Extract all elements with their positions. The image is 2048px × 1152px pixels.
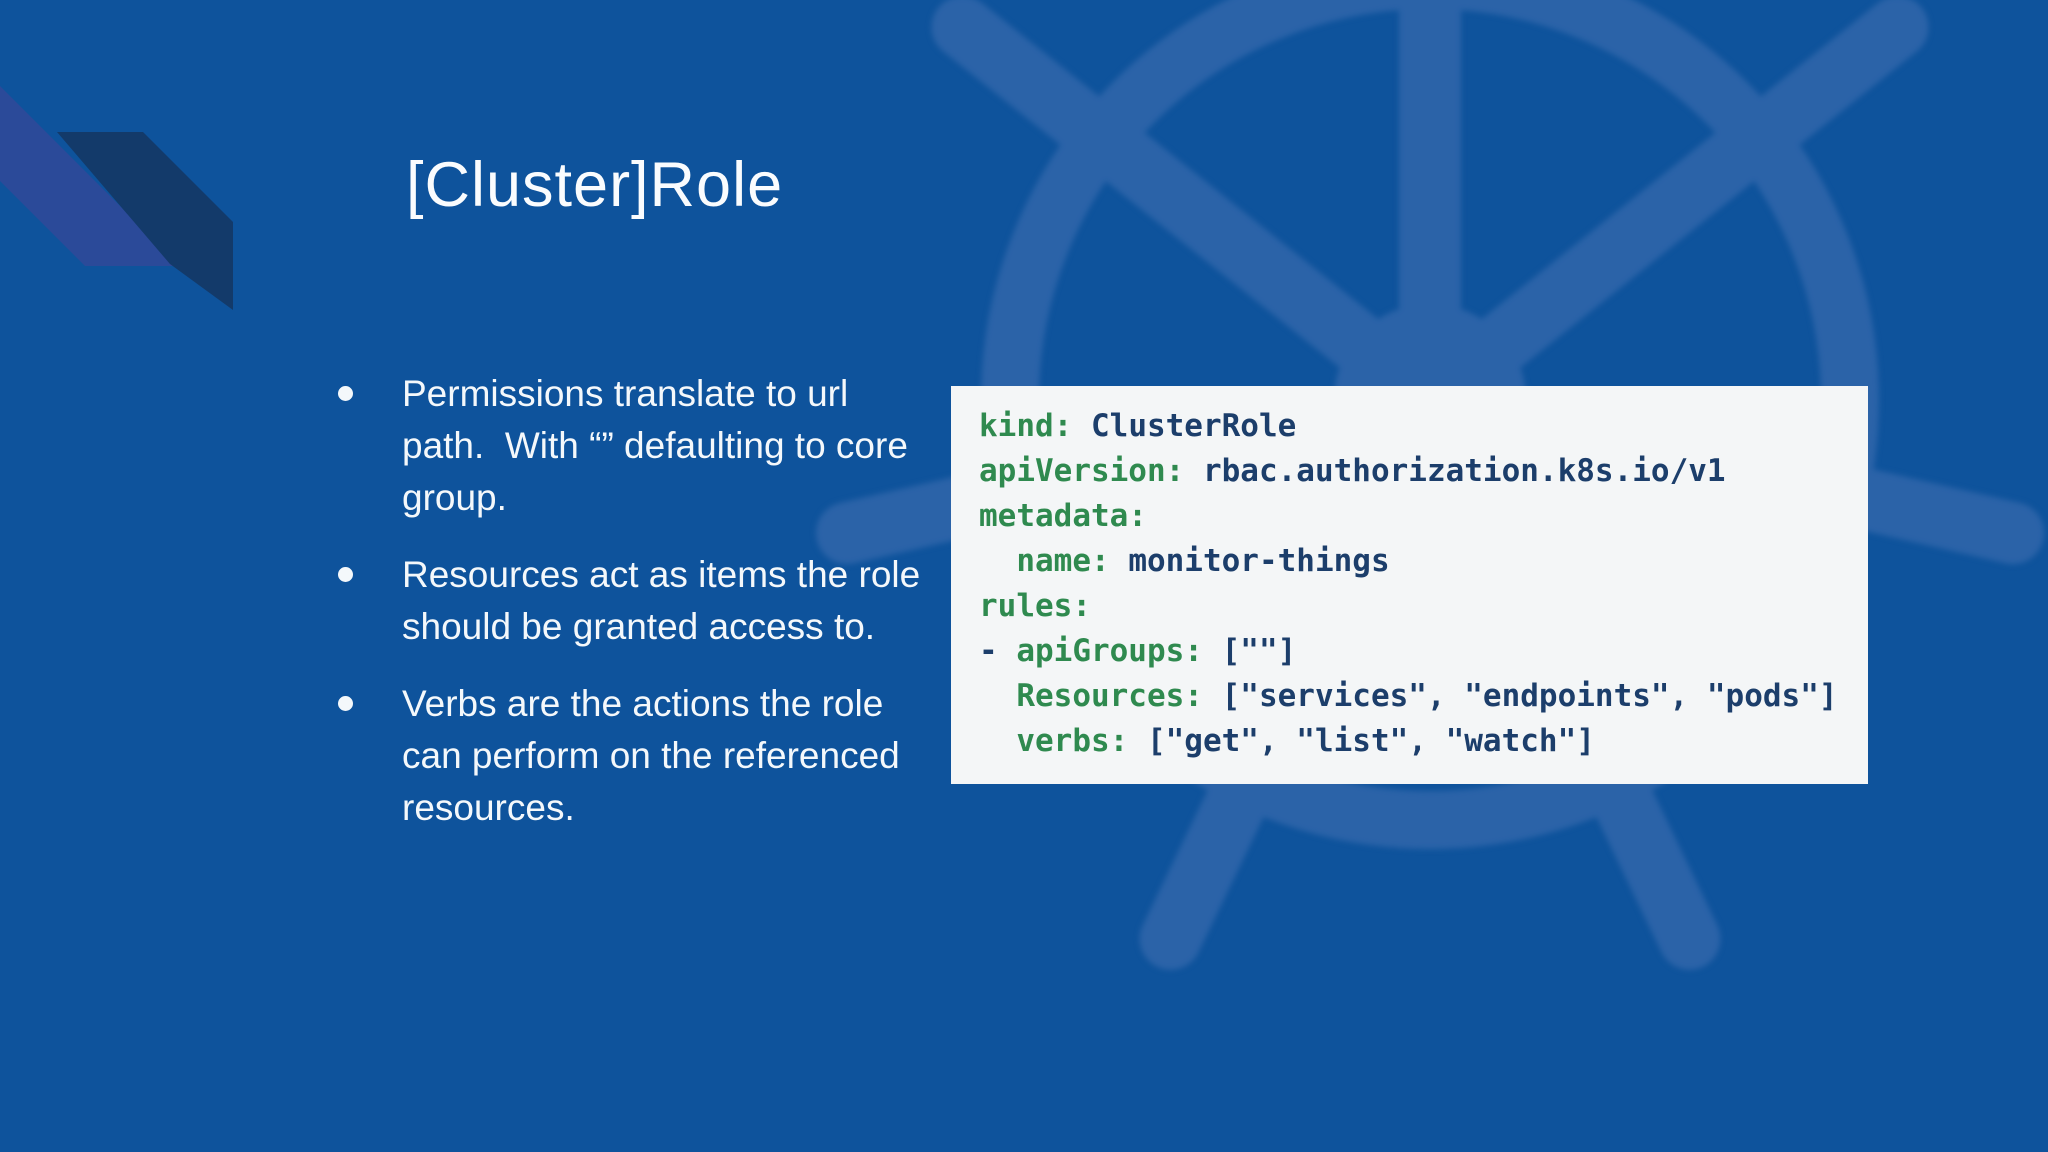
yaml-value: ["services", "endpoints", "pods"] xyxy=(1202,678,1838,714)
slide-title: [Cluster]Role xyxy=(406,150,784,220)
code-line: kind: ClusterRole xyxy=(979,404,1840,449)
code-line: apiVersion: rbac.authorization.k8s.io/v1 xyxy=(979,449,1840,494)
bullet-item: Resources act as items the role should b… xyxy=(338,549,938,653)
yaml-value: - xyxy=(979,633,1017,669)
bullet-disc-icon xyxy=(338,386,353,401)
bullet-text: Permissions translate to url path. With … xyxy=(402,373,908,518)
code-line: name: monitor-things xyxy=(979,539,1840,584)
yaml-key: name: xyxy=(1016,543,1110,579)
bullet-list: Permissions translate to url path. With … xyxy=(338,368,938,859)
yaml-key: verbs: xyxy=(1016,723,1129,759)
bullet-item: Permissions translate to url path. With … xyxy=(338,368,938,524)
yaml-value xyxy=(979,678,1016,714)
bullet-item: Verbs are the actions the role can perfo… xyxy=(338,678,938,834)
bullet-disc-icon xyxy=(338,567,353,582)
yaml-key: apiVersion: xyxy=(979,453,1185,489)
bullet-disc-icon xyxy=(338,696,353,711)
yaml-value: rbac.authorization.k8s.io/v1 xyxy=(1184,453,1726,489)
yaml-key: metadata: xyxy=(979,498,1147,534)
code-line: metadata: xyxy=(979,494,1840,539)
code-line: rules: xyxy=(979,584,1840,629)
yaml-key: Resources: xyxy=(1016,678,1203,714)
yaml-value xyxy=(979,543,1016,579)
yaml-value: ["get", "list", "watch"] xyxy=(1128,723,1595,759)
yaml-value xyxy=(979,723,1016,759)
code-line: Resources: ["services", "endpoints", "po… xyxy=(979,674,1840,719)
yaml-value: ClusterRole xyxy=(1072,408,1297,444)
yaml-value: [""] xyxy=(1202,633,1297,669)
yaml-key: apiGroups: xyxy=(1016,633,1203,669)
bullet-text: Resources act as items the role should b… xyxy=(402,554,921,647)
yaml-key: kind: xyxy=(979,408,1073,444)
yaml-key: rules: xyxy=(979,588,1091,624)
yaml-value: monitor-things xyxy=(1109,543,1390,579)
code-line: verbs: ["get", "list", "watch"] xyxy=(979,719,1840,764)
bullet-text: Verbs are the actions the role can perfo… xyxy=(402,683,900,828)
code-line: - apiGroups: [""] xyxy=(979,629,1840,674)
